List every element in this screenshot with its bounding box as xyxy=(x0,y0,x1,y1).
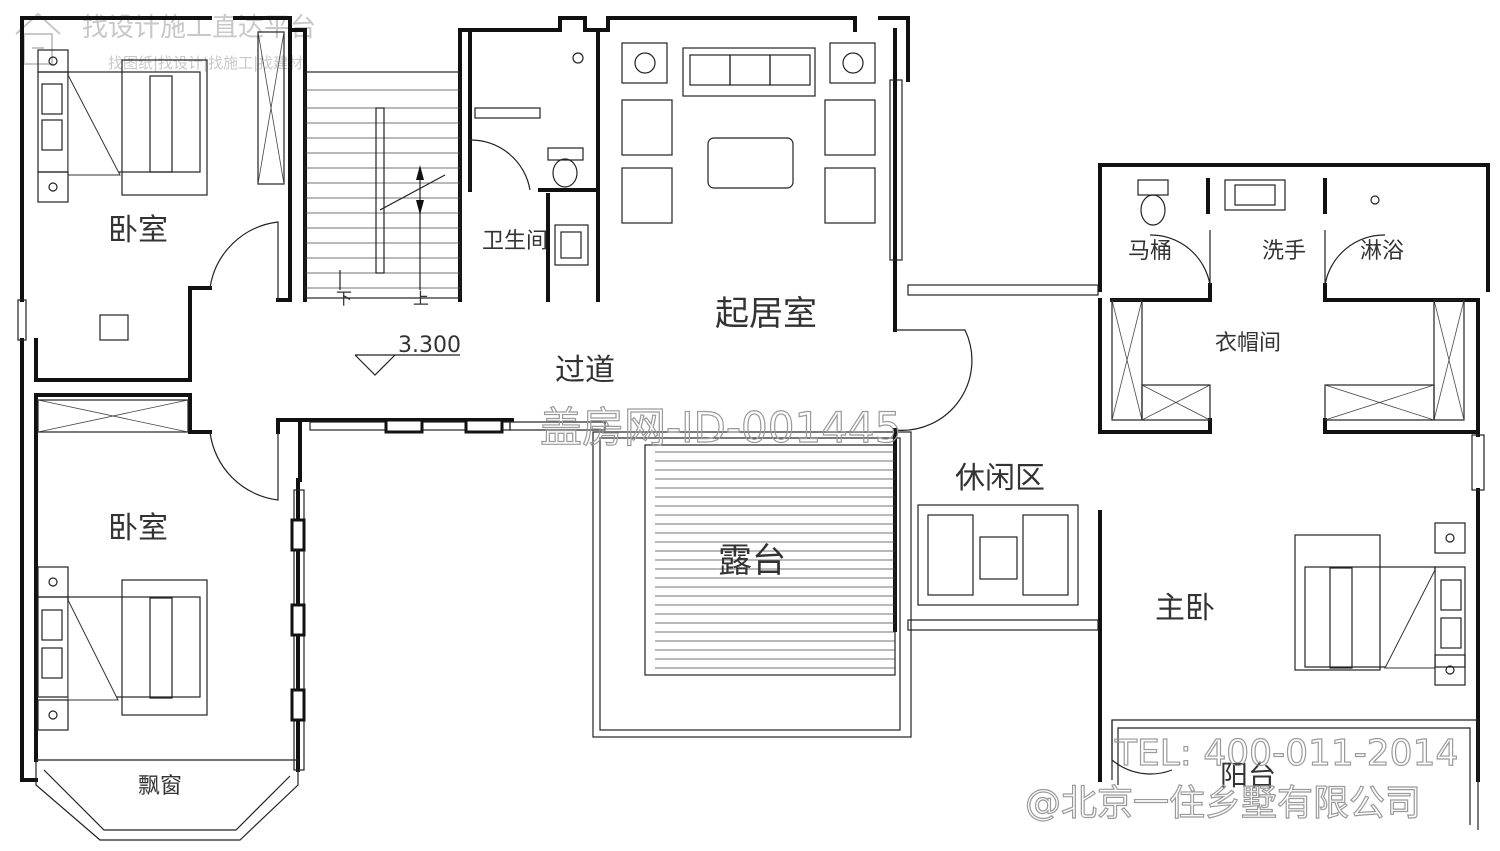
label-leisure: 休闲区 xyxy=(955,461,1045,496)
balcony xyxy=(1111,719,1479,830)
label-bay-window: 飘窗 xyxy=(138,774,182,799)
label-closet: 衣帽间 xyxy=(1215,331,1281,356)
watermark-company: @北京一住乡墅有限公司 xyxy=(1025,783,1421,824)
elevation-marker: 3.300 xyxy=(354,333,461,376)
arrow-up-icon xyxy=(416,165,424,180)
bed-top xyxy=(37,49,208,341)
label-wash: 洗手 xyxy=(1262,239,1306,264)
doors xyxy=(209,139,1386,775)
label-living: 起居室 xyxy=(715,294,817,334)
master-bath xyxy=(1137,179,1380,226)
label-stair-down: 下 xyxy=(336,289,352,308)
walls xyxy=(20,16,1490,782)
label-toilet: 马桶 xyxy=(1128,239,1172,264)
terrace xyxy=(592,431,912,738)
staircase xyxy=(257,31,461,299)
watermarks: 盖房网-ID-001445 TEL: 400-011-2014 @北京一住乡墅有… xyxy=(539,402,1459,824)
sofa-set xyxy=(621,42,876,224)
watermark-id: 盖房网-ID-001445 xyxy=(540,403,901,452)
label-master: 主卧 xyxy=(1155,591,1215,626)
elevation-label: 3.300 xyxy=(398,333,461,358)
header-subtitle: 找图纸|找设计|找施工|找建材 xyxy=(108,54,303,72)
bay-window xyxy=(35,759,299,841)
windows xyxy=(17,79,1485,771)
label-bathroom: 卫生间 xyxy=(482,229,548,254)
label-corridor: 过道 xyxy=(555,353,615,388)
bed-master xyxy=(1294,522,1466,686)
label-bedroom-bottom: 卧室 xyxy=(108,511,168,546)
room-labels: 卧室 卧室 飘窗 卫生间 下 上 起居室 过道 露台 休闲区 马桶 洗手 淋浴 … xyxy=(108,213,1404,799)
watermark-tel: TEL: 400-011-2014 xyxy=(1114,733,1458,774)
bathroom-fixtures xyxy=(474,52,589,266)
label-balcony: 阳台 xyxy=(1220,759,1276,792)
label-terrace: 露台 xyxy=(718,541,786,581)
bed-bottom xyxy=(37,399,208,731)
label-bedroom-top: 卧室 xyxy=(108,213,168,248)
leisure-furniture xyxy=(917,504,1079,606)
label-shower: 淋浴 xyxy=(1360,239,1404,264)
label-stair-up: 上 xyxy=(413,289,429,308)
blanket-pattern xyxy=(67,74,121,176)
closet-cabinets xyxy=(1111,299,1465,421)
